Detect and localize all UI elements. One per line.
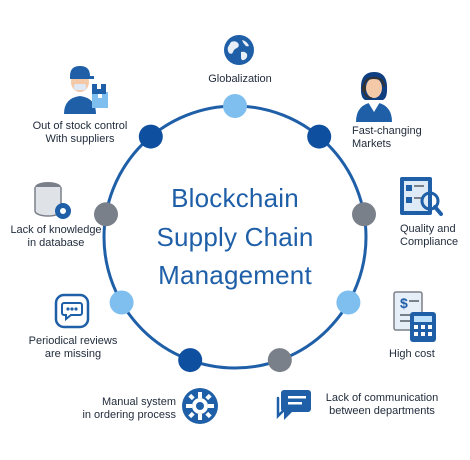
title-line-2: Supply Chain bbox=[156, 222, 314, 252]
delivery-worker-icon bbox=[64, 66, 108, 114]
label-knowledge-line-2: in database bbox=[27, 237, 85, 249]
label-knowledge-line-1: Lack of knowledge bbox=[10, 224, 102, 236]
label-communication-line-2: between departments bbox=[329, 405, 435, 417]
label-fast-changing: Fast-changing Markets bbox=[352, 125, 422, 151]
label-knowledge: Lack of knowledge in database bbox=[0, 224, 112, 250]
svg-text:$: $ bbox=[400, 295, 408, 311]
node-communication bbox=[267, 348, 292, 373]
label-quality-line-1: Quality and bbox=[400, 223, 456, 235]
node-globalization bbox=[223, 94, 247, 118]
label-manual-system: Manual system in ordering process bbox=[58, 396, 176, 422]
label-manual-system-line-1: Manual system bbox=[102, 396, 176, 408]
message-icon bbox=[54, 293, 90, 329]
label-periodical-line-2: are missing bbox=[44, 348, 102, 360]
title-line-3: Management bbox=[158, 260, 312, 290]
label-globalization: Globalization bbox=[195, 73, 285, 86]
label-high-cost-line-1: High cost bbox=[389, 348, 435, 360]
globe-icon bbox=[224, 35, 254, 65]
label-high-cost: High cost bbox=[389, 348, 435, 361]
label-communication-line-1: Lack of communication bbox=[325, 392, 439, 404]
title-line-1: Blockchain bbox=[171, 183, 299, 213]
node-stock-control bbox=[138, 124, 163, 149]
node-periodical bbox=[109, 290, 134, 315]
database-icon bbox=[34, 182, 71, 219]
label-manual-system-line-2: in ordering process bbox=[82, 409, 176, 421]
label-fast-changing-line-1: Fast-changing bbox=[352, 125, 422, 137]
node-knowledge bbox=[94, 202, 118, 227]
woman-agent-icon bbox=[356, 72, 392, 122]
node-quality bbox=[352, 202, 376, 227]
node-high-cost bbox=[336, 290, 361, 315]
calculator-icon: $ bbox=[393, 291, 436, 342]
label-periodical-line-1: Periodical reviews bbox=[28, 335, 118, 347]
label-stock-control-line-2: With suppliers bbox=[45, 133, 115, 145]
label-globalization-line-1: Globalization bbox=[208, 73, 272, 85]
node-manual-system bbox=[178, 348, 203, 373]
label-communication: Lack of communication between department… bbox=[312, 392, 452, 418]
label-quality: Quality and Compliance bbox=[400, 223, 458, 249]
label-stock-control: Out of stock control With suppliers bbox=[20, 120, 140, 146]
label-stock-control-line-1: Out of stock control bbox=[32, 120, 128, 132]
label-quality-line-2: Compliance bbox=[400, 236, 459, 248]
chat-bubble-icon bbox=[276, 390, 311, 420]
label-periodical: Periodical reviews are missing bbox=[18, 335, 128, 361]
gear-icon bbox=[182, 388, 218, 424]
node-fast-changing bbox=[307, 124, 332, 149]
label-fast-changing-line-2: Markets bbox=[352, 138, 392, 150]
quality-board-icon bbox=[400, 177, 443, 216]
